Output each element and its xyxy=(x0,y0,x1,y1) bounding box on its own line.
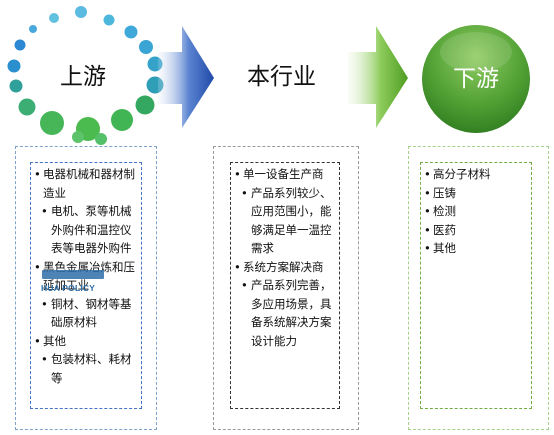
industry-outer-box xyxy=(213,146,359,430)
list-item: 铜材、钢材等基础原材料 xyxy=(40,295,138,332)
arrow-right-icon xyxy=(158,26,214,128)
upstream-list: 电器机械和器材制造业电机、泵等机械外购件和温控仪表等电器外购件黑色金属冶炼和压延… xyxy=(34,165,138,387)
list-item: 压铸 xyxy=(424,184,528,203)
ring-dot xyxy=(14,39,26,51)
upstream-outer-box xyxy=(15,146,157,430)
list-item: 产品系列较少、应用范围小，能够满足单一温控需求 xyxy=(240,184,338,258)
downstream-outer-box xyxy=(408,146,549,430)
watermark-text: HUA POLICY xyxy=(41,283,96,293)
downstream-inner-box xyxy=(420,162,532,409)
downstream-circle xyxy=(422,25,530,133)
list-item: 包装材料、耗材等 xyxy=(40,350,138,387)
upstream-inner-box xyxy=(30,162,142,409)
industry-list: 单一设备生产商产品系列较少、应用范围小，能够满足单一温控需求系统方案解决商产品系… xyxy=(234,165,338,350)
downstream-title: 下游 xyxy=(453,66,499,92)
list-item: 医药 xyxy=(424,221,528,240)
upstream-dot-ring xyxy=(7,6,164,145)
ring-dot xyxy=(139,40,153,54)
ring-dot xyxy=(75,6,87,18)
industry-inner-box xyxy=(230,162,340,409)
ring-dot xyxy=(18,98,36,116)
upstream-title: 上游 xyxy=(60,64,106,90)
list-item: 系统方案解决商 xyxy=(234,258,338,277)
list-item: 其他 xyxy=(34,332,138,351)
ring-dot xyxy=(95,133,107,145)
list-item: 其他 xyxy=(424,239,528,258)
list-item: 产品系列完善，多应用场景，具备系统解决方案设计能力 xyxy=(240,276,338,350)
list-item: 高分子材料 xyxy=(424,165,528,184)
list-item: 电器机械和器材制造业 xyxy=(34,165,138,202)
downstream-list: 高分子材料压铸检测医药其他 xyxy=(424,165,528,258)
ring-dot xyxy=(7,59,21,73)
list-item: 电机、泵等机械外购件和温控仪表等电器外购件 xyxy=(40,202,138,258)
list-item: 检测 xyxy=(424,202,528,221)
list-item: 单一设备生产商 xyxy=(234,165,338,184)
ring-dot xyxy=(9,79,23,93)
ring-dot xyxy=(72,131,84,143)
watermark-logo: HUA POLICY xyxy=(38,267,138,299)
arrow-right-icon xyxy=(348,26,408,128)
ring-dot xyxy=(111,109,133,131)
ring-dot xyxy=(29,25,37,33)
ring-dot xyxy=(49,13,59,23)
ring-dot xyxy=(40,111,64,135)
ring-dot xyxy=(103,14,115,26)
ring-dot xyxy=(135,95,155,115)
ring-dot xyxy=(124,25,138,39)
industry-title: 本行业 xyxy=(247,64,316,90)
